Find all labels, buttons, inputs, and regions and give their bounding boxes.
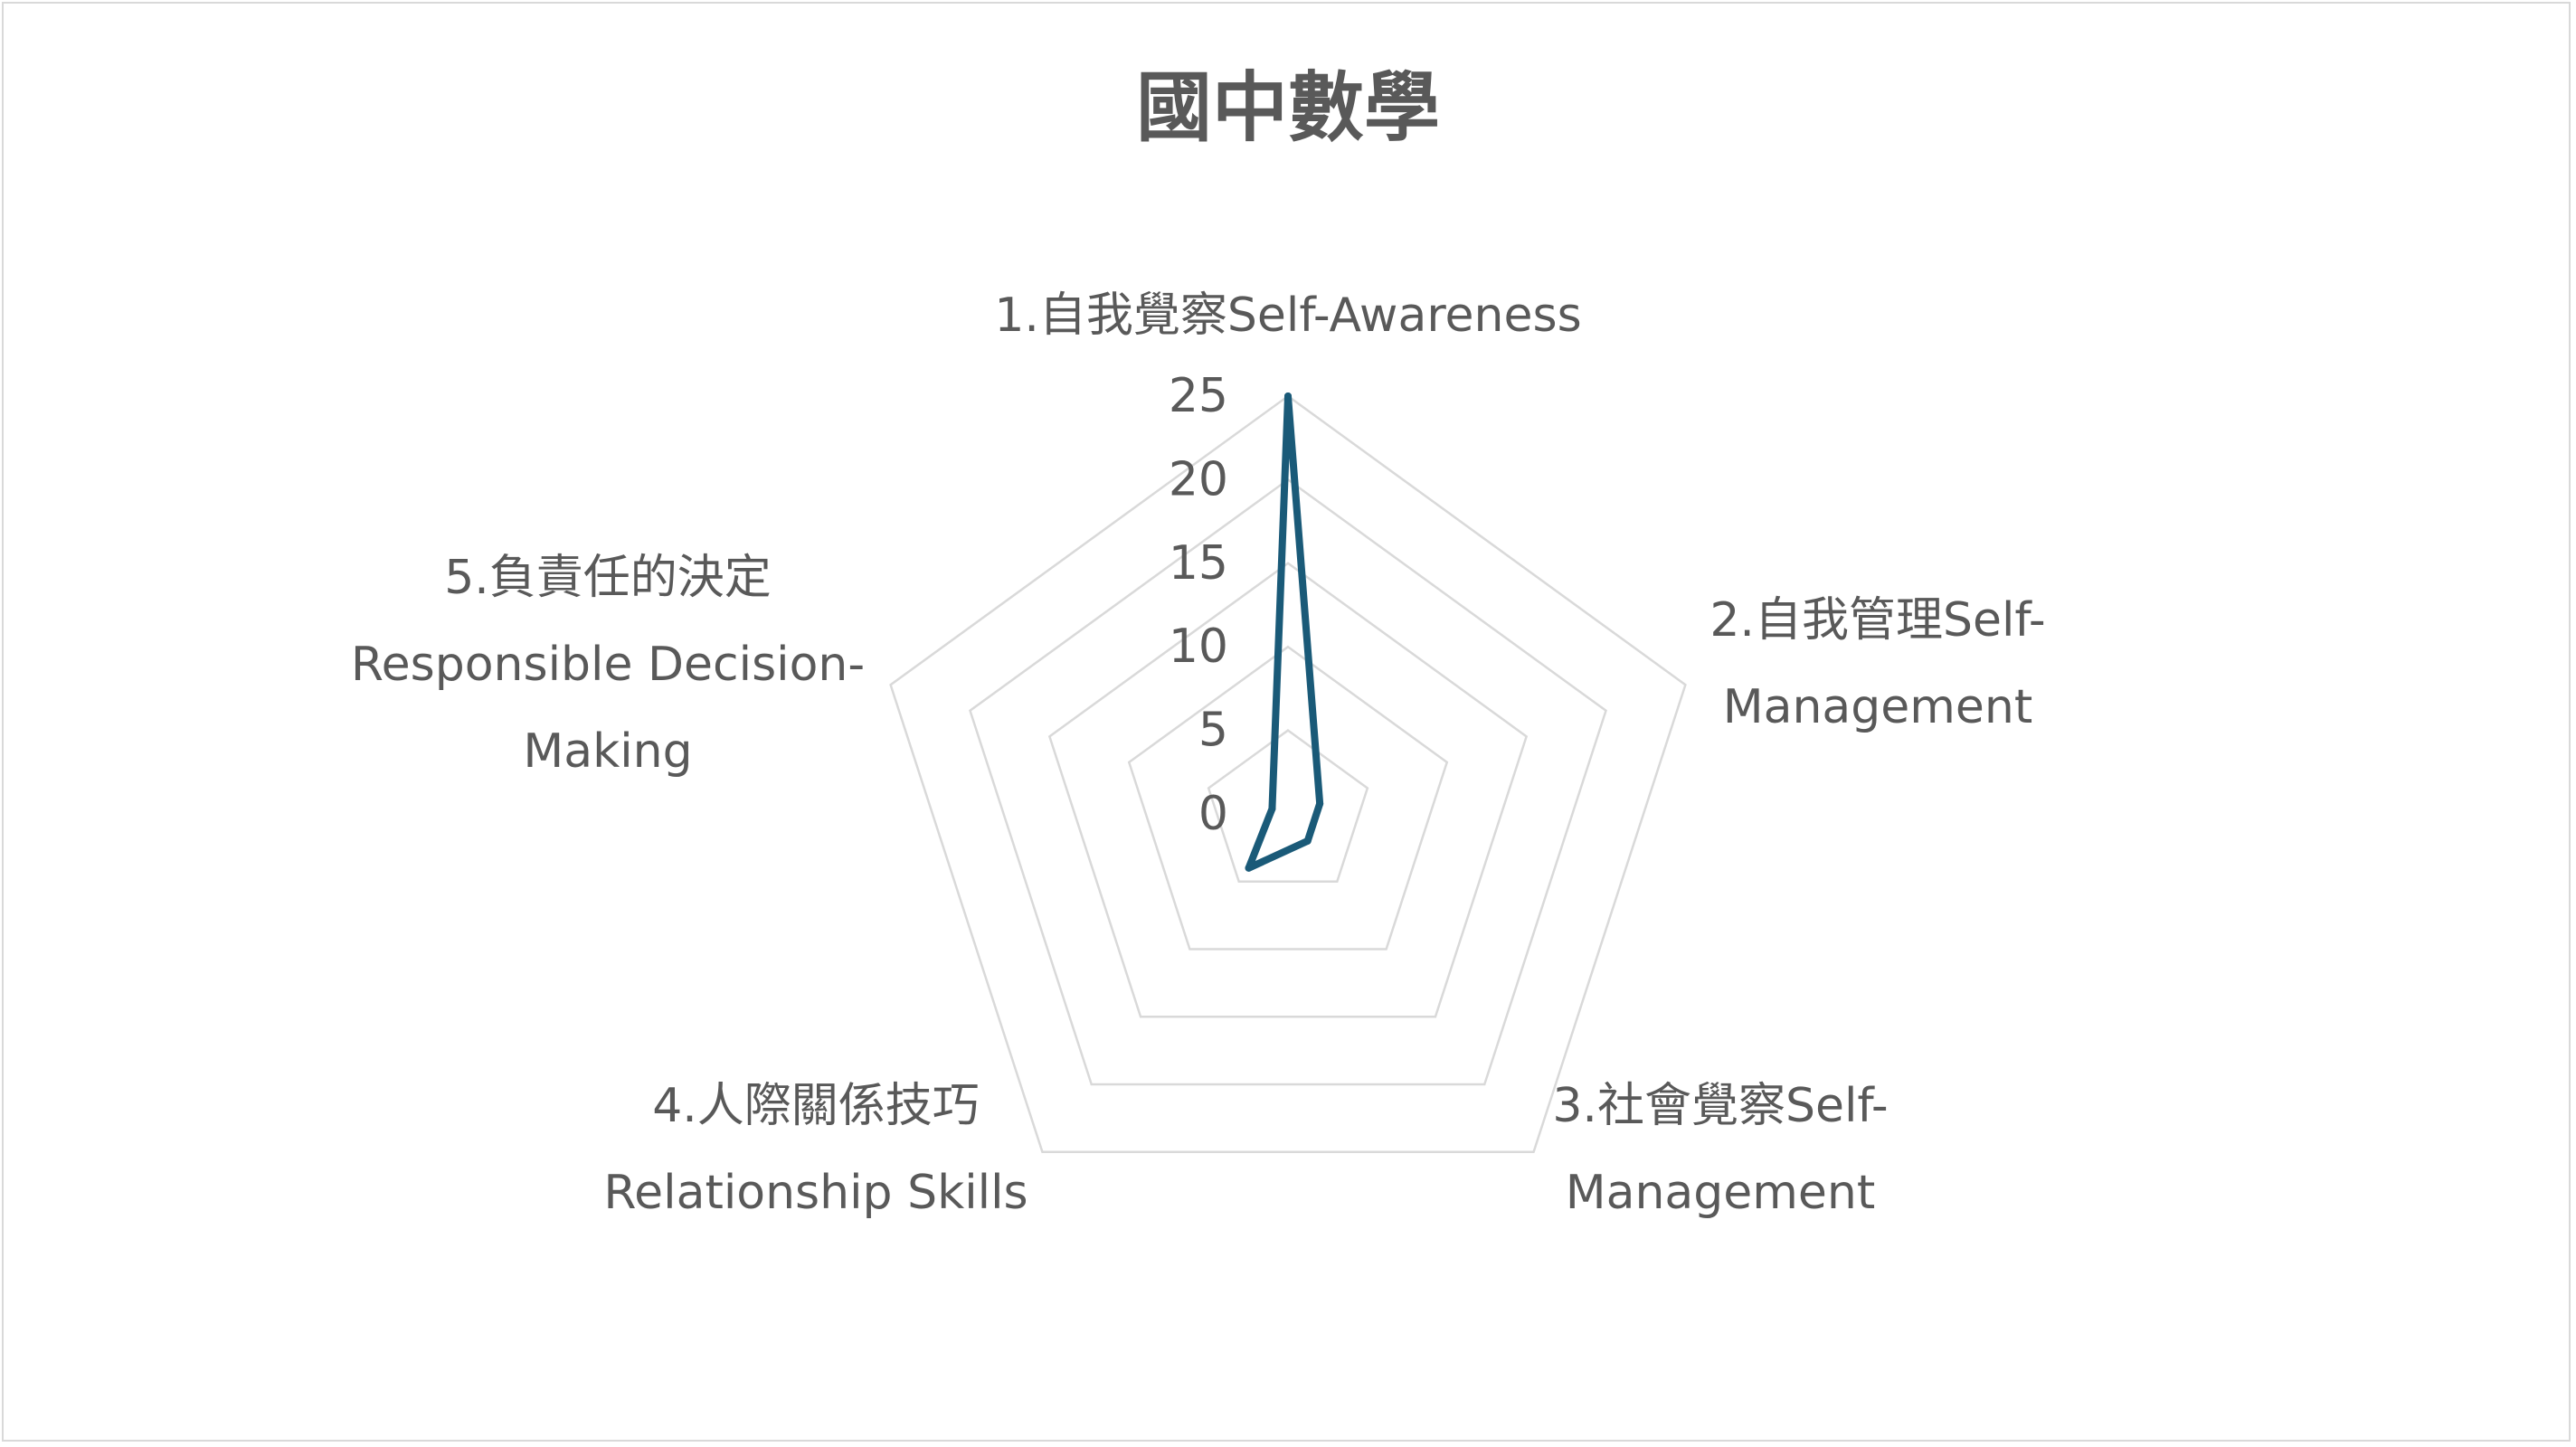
data-point-2 — [1316, 799, 1324, 808]
tick-label-5: 25 — [1169, 369, 1228, 423]
tick-label-4: 20 — [1169, 452, 1228, 506]
category-label-2-line-2: Management — [1723, 680, 2033, 734]
category-label-3: 3.社會覺察Self- Management — [1552, 1079, 1888, 1220]
category-label-5-line-1: 5.負責任的決定 — [444, 551, 772, 605]
category-label-3-line-2: Management — [1566, 1166, 1876, 1220]
series-layer — [1245, 392, 1324, 872]
tick-label-0: 0 — [1198, 787, 1228, 841]
category-label-5: 5.負責任的決定 Responsible Decision- Making — [351, 551, 865, 779]
series-line-1 — [1245, 392, 1324, 872]
grid-rings — [889, 394, 1687, 1154]
category-label-2-line-1: 2.自我管理Self- — [1709, 593, 2045, 648]
tick-label-3: 15 — [1169, 536, 1228, 591]
category-label-4: 4.人際關係技巧 Relationship Skills — [603, 1079, 1028, 1220]
grid-ring-2 — [1127, 645, 1449, 950]
grid-ring-1 — [1207, 729, 1369, 884]
category-label-2: 2.自我管理Self- Management — [1709, 593, 2045, 734]
category-label-5-line-2: Responsible Decision- — [351, 638, 865, 692]
category-label-1-line-1: 1.自我覺察Self-Awareness — [994, 288, 1581, 343]
category-label-1: 1.自我覺察Self-Awareness — [994, 288, 1581, 343]
data-point-1 — [1284, 392, 1292, 400]
chart-title: 國中數學 — [1136, 63, 1440, 152]
data-point-4 — [1245, 864, 1253, 872]
data-point-5 — [1268, 805, 1276, 813]
category-labels: 1.自我覺察Self-Awareness 2.自我管理Self- Managemen… — [351, 288, 2046, 1220]
category-label-5-line-3: Making — [523, 724, 692, 779]
tick-label-2: 10 — [1169, 619, 1228, 674]
data-point-3 — [1303, 837, 1312, 845]
category-label-3-line-1: 3.社會覺察Self- — [1552, 1079, 1888, 1133]
category-label-4-line-1: 4.人際關係技巧 — [652, 1079, 980, 1133]
tick-label-1: 5 — [1198, 704, 1228, 758]
grid-ring-4 — [969, 478, 1607, 1086]
grid-ring-5 — [889, 394, 1687, 1154]
category-label-4-line-2: Relationship Skills — [603, 1166, 1028, 1220]
radial-tick-labels: 0 5 10 15 20 25 — [1169, 369, 1228, 841]
grid-ring-3 — [1047, 562, 1529, 1018]
